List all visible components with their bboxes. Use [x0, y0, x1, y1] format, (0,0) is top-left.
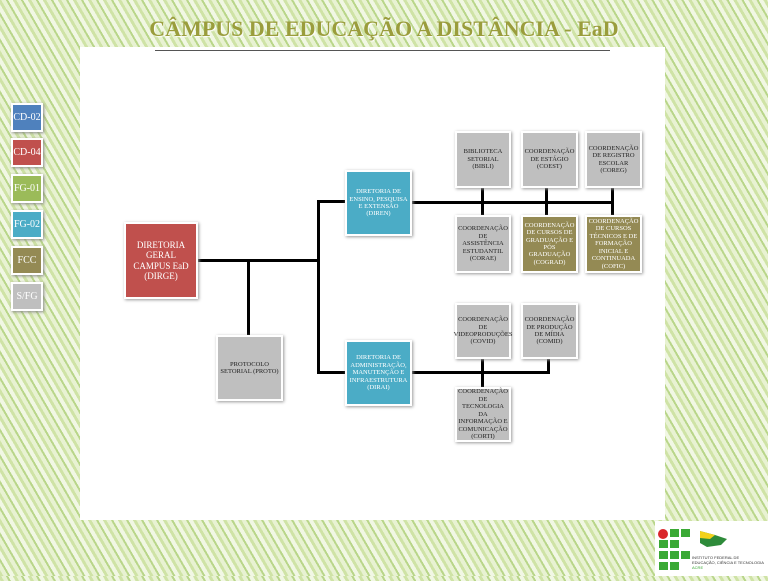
connector	[247, 259, 250, 336]
connector	[411, 371, 550, 374]
node-comid: COORDENAÇÃO DE PRODUÇÃO DE MÍDIA (COMID)	[521, 303, 578, 359]
svg-text:INSTITUTO FEDERAL DE: INSTITUTO FEDERAL DE	[692, 555, 739, 560]
connector	[317, 200, 320, 374]
page-title: CÂMPUS DE EDUCAÇÃO A DISTÂNCIA - EaD	[149, 16, 619, 41]
connector	[611, 187, 614, 216]
connector	[317, 371, 347, 374]
node-cofic: COORDENAÇÃO DE CURSOS TÉCNICOS E DE FORM…	[585, 215, 642, 273]
node-diren: DIRETORIA DE ENSINO, PESQUISA E EXTENSÃO…	[345, 170, 412, 236]
node-proto: PROTOCOLO SETORIAL (PROTO)	[216, 335, 283, 401]
legend-fg-01: FG-01	[11, 174, 43, 203]
node-corae: COORDENAÇÃO DE ASSISTÊNCIA ESTUDANTIL (C…	[455, 215, 511, 273]
legend-fcc: FCC	[11, 246, 43, 275]
svg-text:ACRE: ACRE	[692, 565, 703, 570]
connector	[317, 200, 347, 203]
legend-fg-02: FG-02	[11, 210, 43, 239]
node-corti: COORDENAÇÃO DE TECNOLOGIA DA INFORMAÇÃO …	[455, 387, 511, 442]
connector	[411, 201, 614, 204]
node-cograd: COORDENAÇÃO DE CURSOS DE GRADUAÇÃO E PÓS…	[521, 215, 578, 273]
node-dirai: DIRETORIA DE ADMINISTRAÇÃO, MANUTENÇÃO E…	[345, 340, 412, 406]
svg-text:EDUCAÇÃO, CIÊNCIA E TECNOLOGIA: EDUCAÇÃO, CIÊNCIA E TECNOLOGIA	[692, 560, 764, 565]
connector	[481, 187, 484, 216]
node-dirge: DIRETORIA GERAL CAMPUS EaD (DIRGE)	[124, 222, 198, 299]
connector	[481, 357, 484, 388]
connector	[197, 259, 319, 262]
ifac-logo-icon: INSTITUTO FEDERAL DE EDUCAÇÃO, CIÊNCIA E…	[658, 529, 764, 570]
connector	[547, 357, 550, 373]
legend-s-fg: S/FG	[11, 282, 43, 311]
node-bibli: BIBLIOTECA SETORIAL (BIBLI)	[455, 131, 511, 188]
title-underline	[155, 50, 610, 51]
node-covid: COORDENAÇÃO DE VIDEOPRODUÇÕES (COVID)	[454, 303, 512, 359]
ifac-logo: INSTITUTO FEDERAL DE EDUCAÇÃO, CIÊNCIA E…	[655, 521, 768, 576]
node-coreg: COORDENAÇÃO DE REGISTRO ESCOLAR (COREG)	[585, 131, 642, 188]
legend-cd-02: CD-02	[11, 103, 43, 132]
legend-cd-04: CD-04	[11, 138, 43, 167]
connector	[545, 187, 548, 216]
node-coest: COORDENAÇÃO DE ESTÁGIO (COEST)	[521, 131, 578, 188]
